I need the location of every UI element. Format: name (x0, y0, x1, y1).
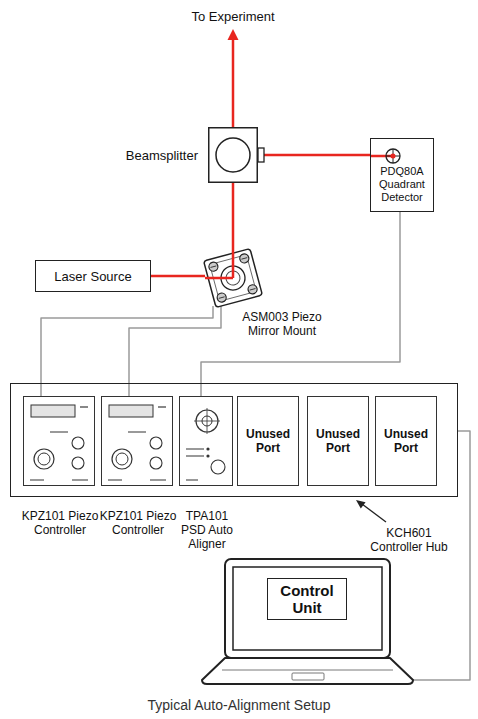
leader-line (362, 504, 386, 522)
node-label: KPZ101 Piezo Controller (98, 509, 178, 537)
node-label: Control Unit (267, 578, 347, 620)
display (109, 405, 153, 417)
screw-slot (250, 289, 256, 291)
beam-arrowhead (228, 29, 239, 40)
unused-port: Unused Port (237, 396, 299, 486)
quadrant-detector: PDQ80A Quadrant Detector (370, 138, 434, 212)
auto-aligner: TPA101 PSD Auto Aligner (179, 396, 233, 486)
node-label: Unused Port (311, 427, 365, 455)
unused-port: Unused Port (307, 396, 369, 486)
laser-beam (258, 154, 370, 157)
node-label: KPZ101 Piezo Controller (20, 509, 100, 537)
panel-mark (186, 479, 198, 481)
panel-mark (150, 479, 166, 481)
laptop-screen (233, 567, 382, 650)
node-art (180, 397, 234, 487)
adjuster-screw (208, 261, 219, 272)
target-cross (207, 408, 208, 434)
node-art (208, 127, 258, 183)
button (211, 460, 225, 474)
laser-source: Laser Source (35, 260, 151, 292)
adjuster-screw (239, 253, 250, 264)
panel-mark (30, 479, 44, 481)
node-label: KCH601 Controller Hub (359, 526, 459, 554)
laser-beam (232, 38, 235, 127)
control-unit: Control Unit (200, 558, 415, 686)
laser-beam (151, 275, 205, 278)
mount-body (204, 249, 263, 308)
caption: Typical Auto-Alignment Setup (0, 697, 478, 713)
node-label: ASM003 Piezo Mirror Mount (233, 310, 331, 338)
panel-mark (80, 406, 88, 408)
knob (34, 449, 54, 469)
mount-plate (204, 249, 263, 308)
node-art (24, 397, 96, 487)
laptop-base (202, 658, 413, 684)
display (31, 405, 75, 417)
piezo-controller: KPZ101 Piezo Controller (23, 396, 95, 486)
knob (112, 449, 132, 469)
panel-mark (72, 479, 88, 481)
node-art (205, 250, 261, 306)
controller-hub: KCH601 Controller HubKPZ101 Piezo Contro… (10, 383, 458, 497)
panel-mark (186, 455, 204, 457)
node-label: Laser Source (36, 269, 150, 284)
piezo-mirror-mount: ASM003 Piezo Mirror Mount (205, 250, 261, 306)
panel-mark (128, 431, 146, 433)
screw-slot (219, 297, 225, 299)
button (72, 457, 84, 469)
screw-slot (241, 258, 247, 260)
screw-slot (211, 266, 217, 268)
panel-mark (158, 406, 166, 408)
button (72, 437, 84, 449)
laser-beam (232, 250, 235, 278)
beamsplitter-tab (258, 148, 264, 162)
beamsplitter-body (209, 128, 258, 183)
knob (116, 453, 128, 465)
laser-beam (232, 183, 235, 250)
leader-arrowhead (356, 500, 366, 509)
touchpad (292, 673, 324, 680)
laptop-lid (225, 559, 390, 658)
laser-beam (205, 277, 233, 280)
beam-spot (391, 154, 396, 159)
cable (201, 212, 400, 396)
led (206, 454, 209, 457)
adjuster-screw (216, 292, 227, 303)
keyboard-edge (222, 670, 393, 671)
button (150, 437, 162, 449)
beamsplitter: Beamsplitter (208, 127, 258, 183)
led (206, 447, 209, 450)
knob (38, 453, 50, 465)
panel-mark (108, 479, 122, 481)
node-label: PDQ80A Quadrant Detector (373, 165, 431, 204)
node-label: Unused Port (379, 427, 433, 455)
node-label: Beamsplitter (126, 148, 198, 163)
detector-symbol (386, 149, 400, 163)
top-label: To Experiment (133, 9, 333, 24)
node-label: TPA101 PSD Auto Aligner (173, 509, 241, 551)
piezo-controller: KPZ101 Piezo Controller (101, 396, 173, 486)
node-label: Unused Port (241, 427, 295, 455)
node-art (102, 397, 174, 487)
beamsplitter-aperture (216, 138, 250, 172)
button (150, 457, 162, 469)
panel-mark (50, 431, 68, 433)
panel-mark (186, 448, 204, 450)
adjuster-screw (247, 284, 258, 295)
unused-port: Unused Port (375, 396, 437, 486)
